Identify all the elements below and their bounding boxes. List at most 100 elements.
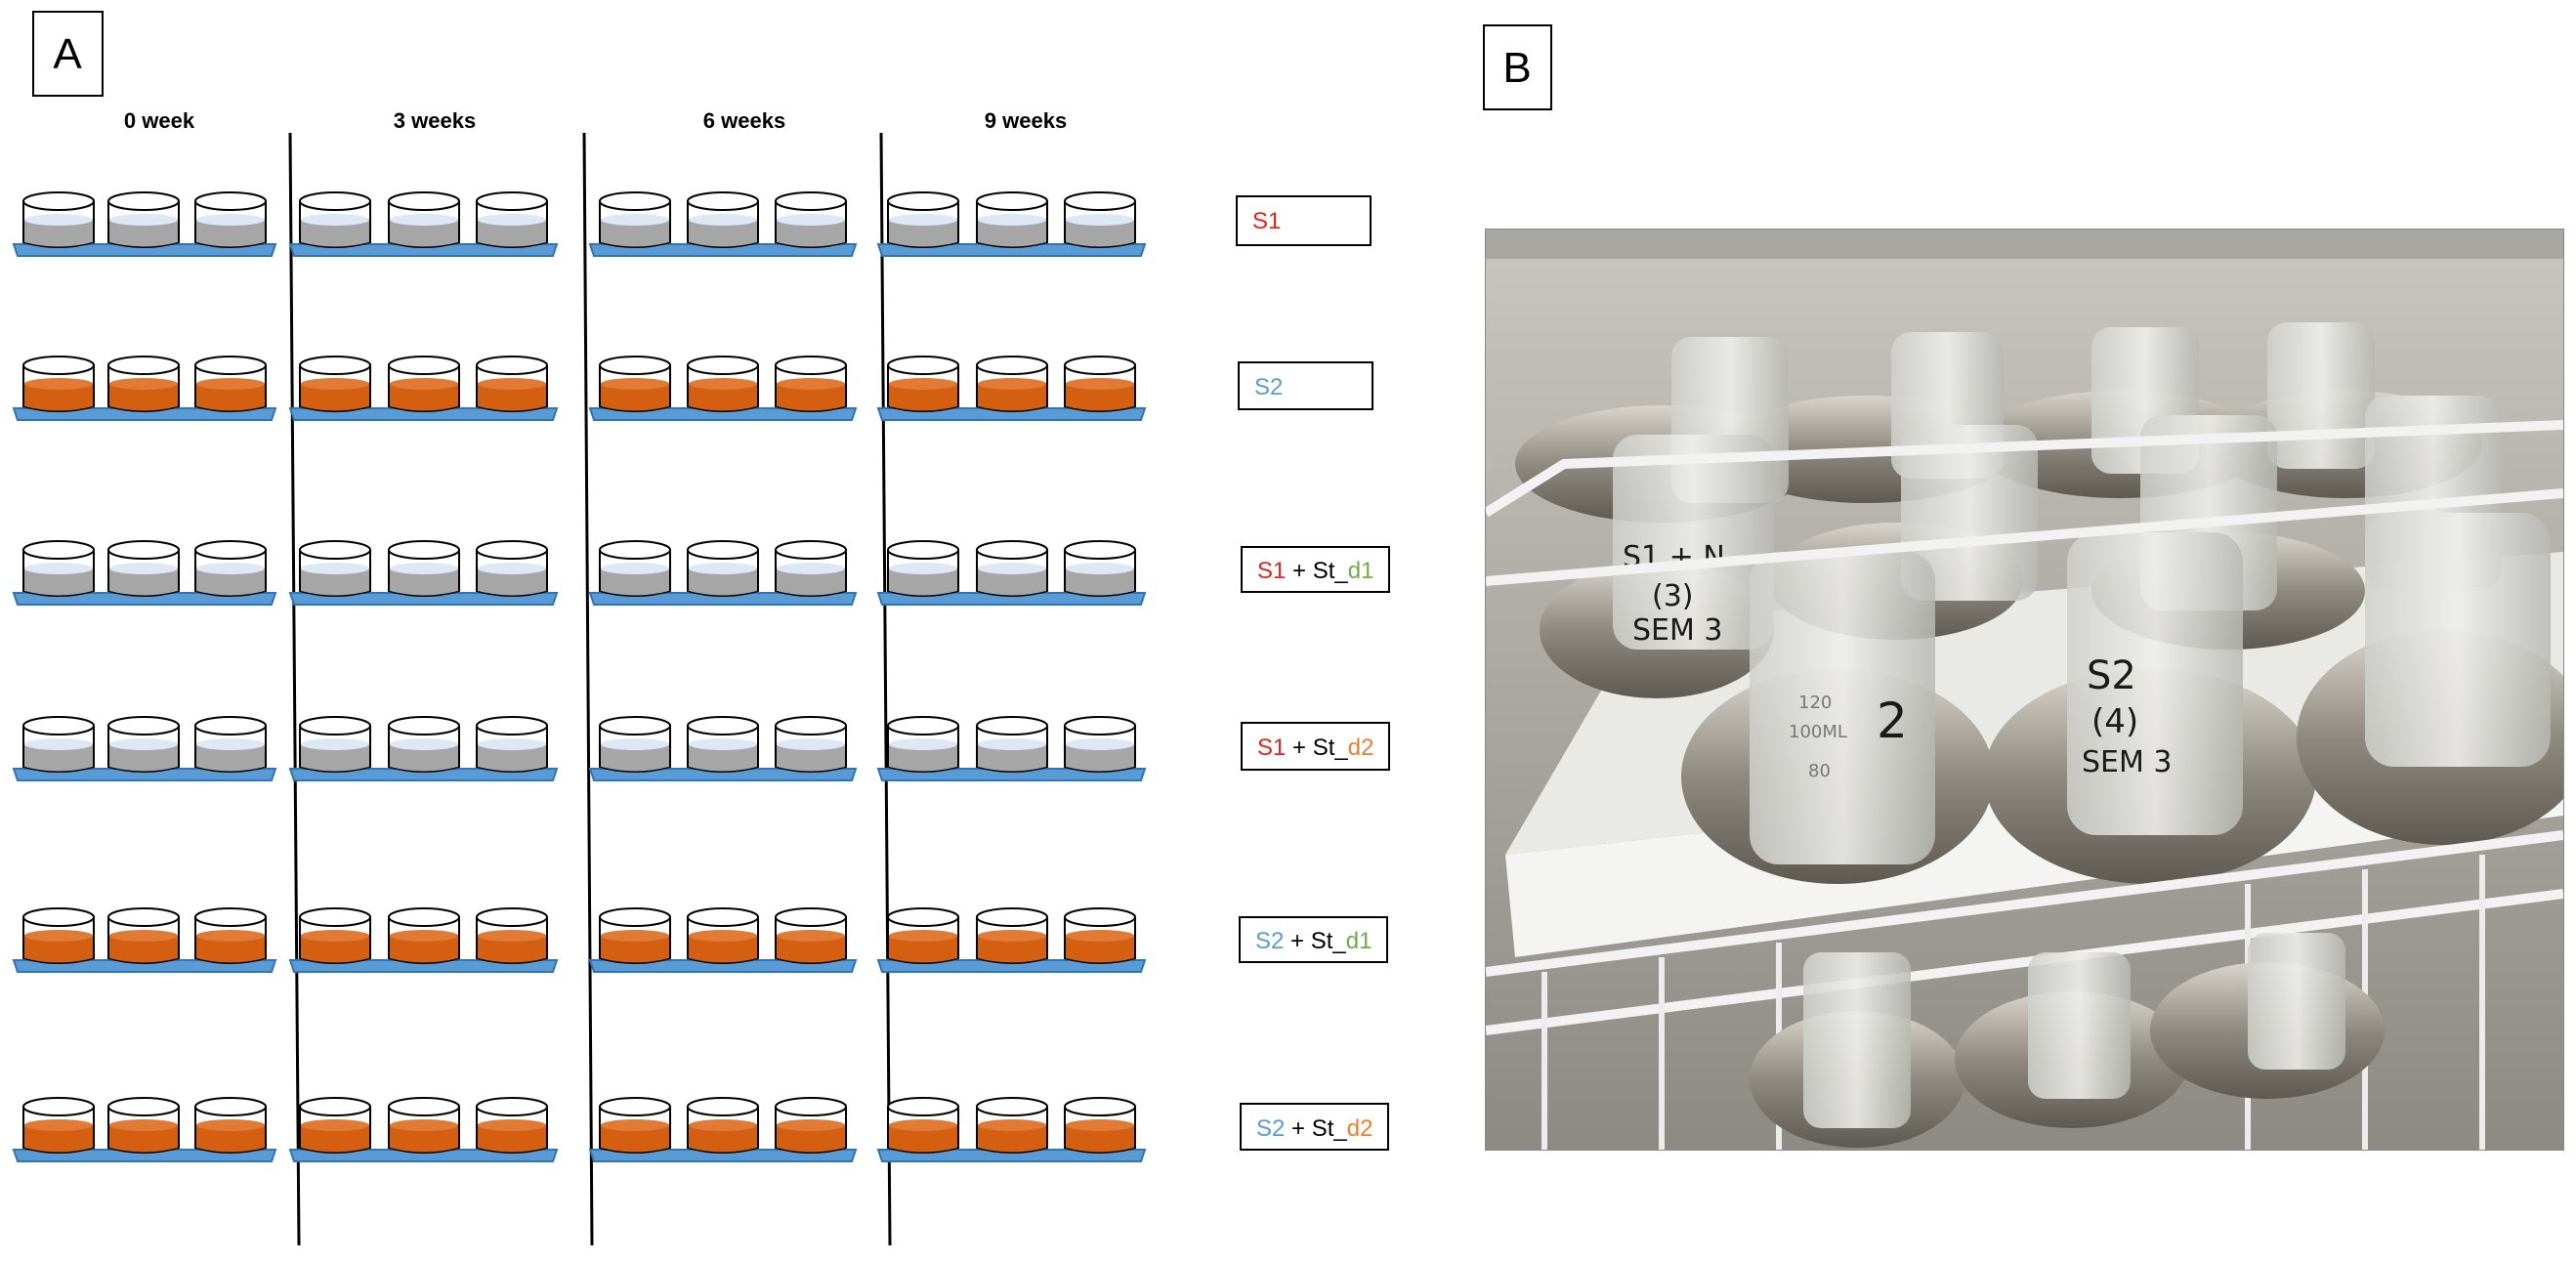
beaker-rim	[194, 191, 267, 211]
liquid-surface	[1066, 378, 1134, 390]
sample-beaker	[599, 540, 671, 597]
beaker-rim	[775, 191, 847, 211]
condition-label-part: + St_	[1286, 558, 1348, 584]
beaker-rim	[22, 716, 95, 736]
svg-text:S1 + St_d1: S1 + St_d1	[1257, 558, 1373, 584]
beaker-rim	[599, 716, 671, 736]
beaker-rim	[299, 356, 371, 375]
beaker-marking: (3)	[1652, 579, 1694, 613]
sample-beaker	[299, 191, 371, 248]
sample-beaker	[476, 907, 548, 964]
sample-beaker	[887, 1097, 959, 1154]
liquid-surface	[777, 738, 845, 750]
sample-tray	[588, 959, 858, 973]
panel-b-label: B	[1502, 44, 1531, 92]
liquid-surface	[301, 1119, 369, 1131]
condition-label: S1	[1236, 195, 1372, 246]
liquid-surface	[390, 378, 458, 390]
sample-beaker	[107, 716, 180, 773]
condition-label-part: + St_	[1286, 735, 1348, 761]
sample-beaker	[22, 1097, 95, 1154]
beaker-liquid	[777, 935, 845, 963]
beaker-rim	[976, 907, 1048, 927]
beaker-rim	[887, 907, 959, 927]
liquid-surface	[109, 214, 178, 226]
beaker-liquid	[301, 567, 369, 596]
beaker-liquid	[889, 383, 957, 411]
beaker-liquid	[1066, 935, 1134, 963]
sample-beaker	[22, 716, 95, 773]
sample-beaker	[976, 907, 1048, 964]
sample-beaker	[388, 356, 460, 412]
beaker-liquid	[601, 383, 669, 411]
beaker-liquid	[196, 1124, 265, 1153]
beaker-liquid	[24, 743, 93, 772]
beaker-rim	[476, 191, 548, 211]
liquid-surface	[689, 378, 757, 390]
liquid-surface	[109, 1119, 178, 1131]
photo-illustration: S1 + N (3) SEM 3 S2 (4) SEM 3 2 100ML 80…	[1486, 230, 2563, 1150]
sample-beaker	[599, 907, 671, 964]
timepoint-header: 6 weeks	[703, 108, 785, 133]
sample-beaker	[299, 540, 371, 597]
beaker-rim	[1064, 907, 1136, 927]
liquid-surface	[689, 1119, 757, 1131]
liquid-surface	[478, 378, 546, 390]
beaker-rim	[299, 907, 371, 927]
beaker-liquid	[390, 1124, 458, 1153]
beaker-rim	[22, 356, 95, 375]
sample-beaker	[775, 540, 847, 597]
divider-line	[582, 132, 594, 1246]
sample-beaker	[388, 191, 460, 248]
svg-text:S2 + St_d1: S2 + St_d1	[1255, 928, 1372, 954]
beaker-liquid	[777, 383, 845, 411]
sample-beaker	[599, 191, 671, 248]
beaker-liquid	[24, 383, 93, 411]
timepoint-header: 3 weeks	[394, 108, 476, 133]
sample-tray	[876, 959, 1147, 973]
beaker-rim	[687, 540, 759, 560]
sample-beaker	[599, 716, 671, 773]
beaker-liquid	[390, 743, 458, 772]
sample-beaker	[299, 716, 371, 773]
liquid-surface	[1066, 1119, 1134, 1131]
beaker-liquid	[24, 219, 93, 247]
beaker-rim	[775, 716, 847, 736]
sample-beaker	[107, 191, 180, 248]
beaker-rim	[599, 1097, 671, 1116]
sample-beaker	[107, 1097, 180, 1154]
sample-beaker	[194, 191, 267, 248]
panel-b-label-box: B	[1483, 24, 1552, 110]
sample-beaker	[775, 716, 847, 773]
liquid-surface	[601, 378, 669, 390]
beaker-liquid	[301, 383, 369, 411]
sample-beaker	[299, 1097, 371, 1154]
beaker-liquid	[196, 219, 265, 247]
liquid-surface	[1066, 214, 1134, 226]
sample-beaker	[775, 191, 847, 248]
liquid-surface	[689, 738, 757, 750]
sample-tray	[588, 592, 858, 606]
beaker-rim	[599, 540, 671, 560]
sample-beaker	[22, 356, 95, 412]
liquid-surface	[889, 214, 957, 226]
sample-beaker	[194, 716, 267, 773]
sample-tray	[288, 959, 559, 973]
beaker-liquid	[301, 743, 369, 772]
beaker-liquid	[978, 567, 1046, 596]
sample-beaker	[1064, 540, 1136, 597]
liquid-surface	[689, 214, 757, 226]
condition-label-part: d1	[1346, 928, 1372, 954]
beaker-liquid	[24, 567, 93, 596]
liquid-surface	[777, 378, 845, 390]
sample-beaker	[107, 907, 180, 964]
beaker-liquid	[109, 567, 178, 596]
sample-tray	[288, 768, 559, 781]
liquid-surface	[601, 563, 669, 574]
liquid-surface	[196, 378, 265, 390]
beaker-rim	[476, 716, 548, 736]
beaker-liquid	[978, 743, 1046, 772]
beaker-liquid	[24, 1124, 93, 1153]
beaker-liquid	[889, 743, 957, 772]
